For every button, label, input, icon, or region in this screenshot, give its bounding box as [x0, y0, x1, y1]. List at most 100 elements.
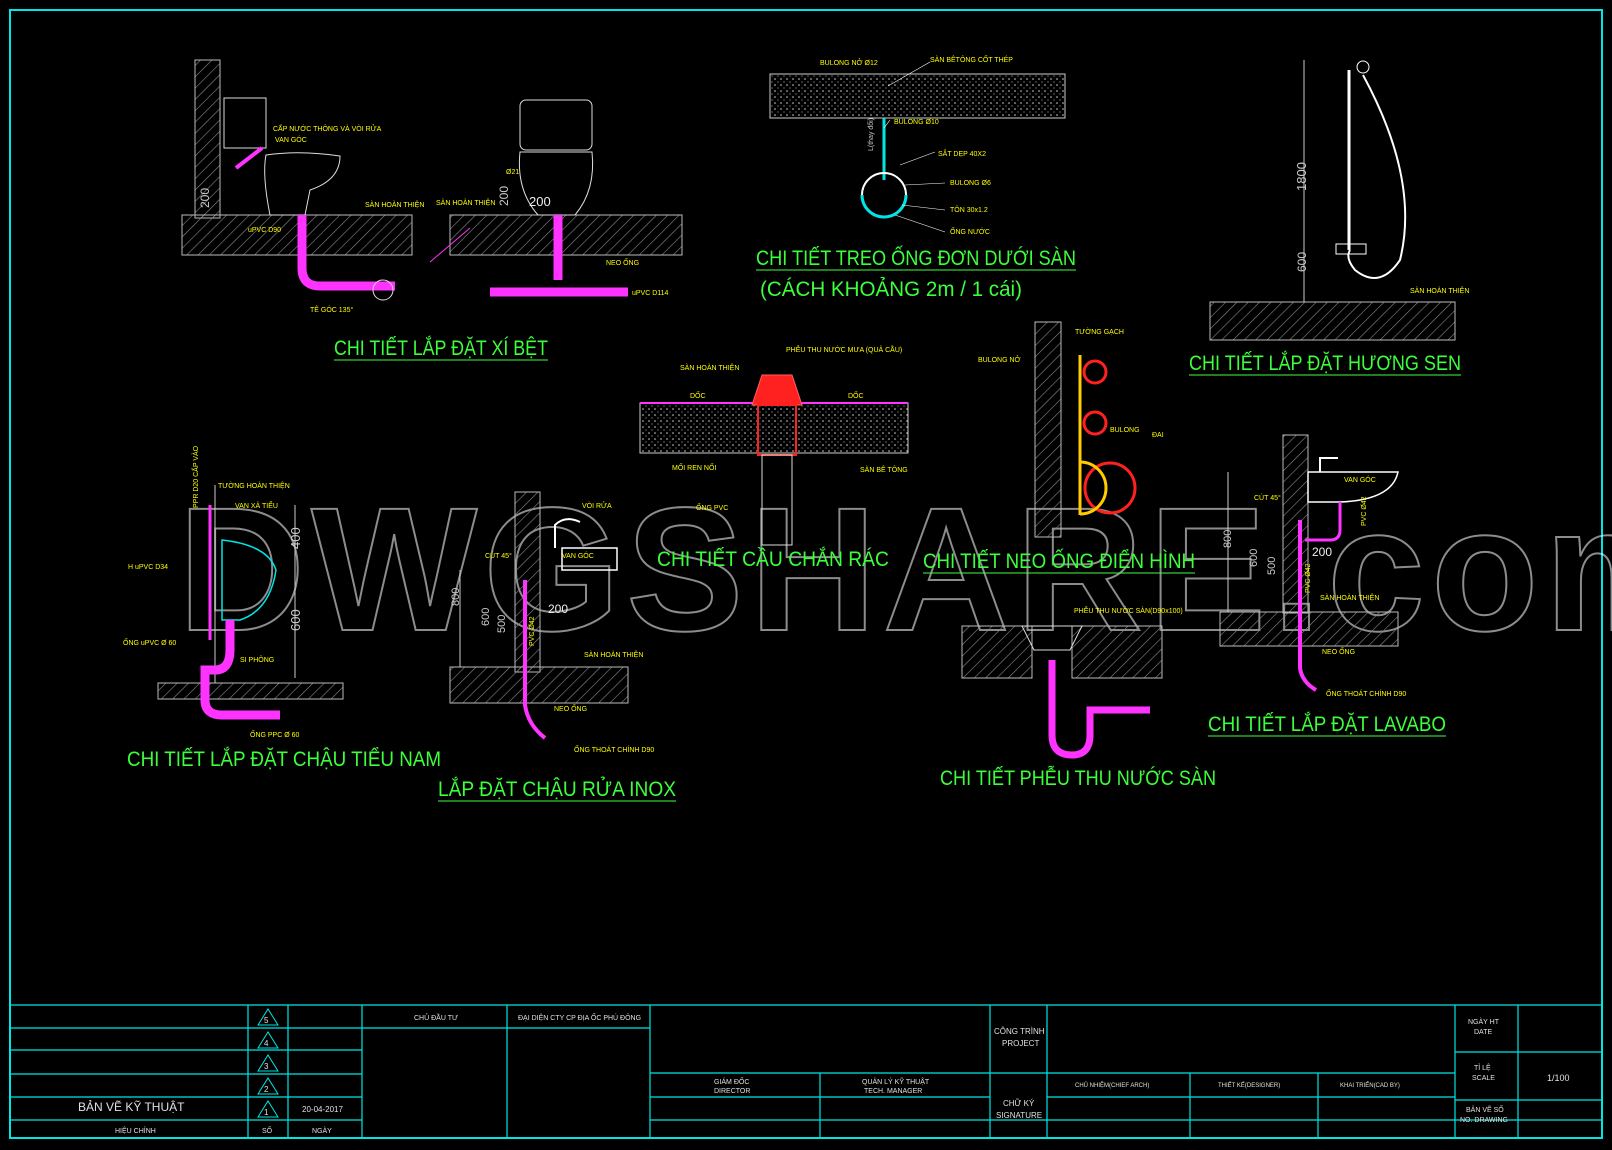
detail-xi-bet: 200 200 200 CẤP NƯỚC THÔNG VÀ VÒI RỬA VA… [181, 59, 683, 361]
revision-marks [257, 1008, 279, 1118]
label: VÒI RỬA [582, 501, 612, 510]
dim-800: 800 [1222, 530, 1234, 548]
label: PHỄU THU NƯỚC MƯA (QUẢ CẦU) [786, 344, 902, 354]
leader [883, 119, 891, 129]
detail-cau-chan-rac: PHỄU THU NƯỚC MƯA (QUẢ CẦU) SÀN HOÀN THI… [639, 344, 909, 571]
label: ỐNG uPVC Ø 60 [123, 637, 176, 647]
label: SÀN HOÀN THIỆN [1410, 286, 1469, 295]
detail-neo-ong: TƯỜNG GẠCH BULONG NỞ BULONG ĐAI CHI TIẾT… [923, 321, 1195, 574]
label: VAN XẢ TIỂU [235, 501, 278, 510]
detail-chau-tieu: 400 600 TƯỜNG HOÀN THIỆN VAN XẢ TIỂU PPR… [123, 445, 441, 771]
dim-600: 600 [1295, 252, 1309, 272]
dim-800: 800 [450, 588, 462, 606]
label: Ø21 [506, 169, 519, 176]
ban-ve-so: BẢN VẼ SỐ [1466, 1104, 1504, 1114]
label: BULONG [1110, 427, 1140, 434]
drain-pipe [297, 215, 395, 291]
floor-slab [449, 666, 629, 704]
chu-nhiem: CHỦ NHIỆM(CHIEF ARCH) [1075, 1081, 1149, 1089]
floor-slab-right [449, 214, 683, 256]
label: ỐNG NƯỚC [950, 226, 990, 236]
khai-trien: KHAI TRIỂN(CAD BY) [1340, 1082, 1400, 1089]
label: ỐNG THOÁT CHÍNH D90 [1326, 688, 1406, 698]
rev-num: 5 [264, 1016, 269, 1025]
hieu-chinh: HIỆU CHỈNH [115, 1126, 156, 1135]
label: uPVC D90 [248, 227, 281, 234]
dim-500: 500 [496, 615, 508, 633]
concrete-slab [769, 73, 1066, 119]
label: PVC Ø42 [529, 616, 536, 646]
detail-lavabo: 800 600 500 200 VAN GÓC CÚT 45° PVC Ø42 … [1208, 434, 1446, 737]
floor-slab [157, 682, 344, 700]
leader [894, 214, 946, 233]
label: DỐC [848, 390, 864, 400]
label: TÊ GÓC 135° [310, 305, 353, 314]
pipe-end [372, 279, 394, 301]
detail-title: CHI TIẾT LẮP ĐẶT HƯƠNG SEN [1189, 351, 1461, 375]
toilet-bowl-front [518, 151, 594, 216]
drain-pipe [1298, 520, 1318, 692]
pvc-pipe [761, 454, 793, 546]
toilet-tank [223, 97, 267, 149]
wall [1282, 434, 1309, 614]
floor-slab [1209, 301, 1456, 341]
dim-600: 600 [480, 608, 492, 626]
shower-head [1356, 60, 1370, 74]
label: SÀN HOÀN THIỆN [436, 198, 495, 207]
toilet-bowl [264, 152, 341, 216]
label: ỐNG PVC [696, 502, 728, 512]
wall [514, 491, 541, 673]
ti-le: TỈ LỆ [1474, 1063, 1491, 1072]
label: NEO ỐNG [554, 703, 587, 713]
floor-drain [1021, 625, 1083, 651]
label: CÚT 45° [1254, 493, 1281, 502]
label: SÀN BÊ TÔNG [860, 465, 908, 474]
no-drawing: NO. DRAWING [1460, 1117, 1508, 1124]
label: SÀN BÊTÔNG CỐT THÉP [930, 54, 1013, 64]
giam-doc: GIÁM ĐỐC [714, 1076, 749, 1086]
lavabo-faucet [1319, 457, 1338, 472]
roof-slab [639, 402, 909, 454]
detail-chau-rua: 800 600 500 200 VÒI RỬA CÚT 45° VAN GÓC … [438, 491, 676, 802]
ngay: NGÀY [312, 1126, 332, 1135]
drain-pipe-front [490, 215, 628, 297]
label: SÀN HOÀN THIỆN [680, 363, 739, 372]
label: PPR D20 CẤP VÀO [190, 445, 200, 508]
brick-wall [1034, 321, 1062, 538]
supply-pipe [234, 146, 264, 170]
leader [429, 227, 471, 263]
detail-title: CHI TIẾT LẮP ĐẶT CHẬU TIỂU NAM [127, 747, 441, 771]
date: DATE [1474, 1029, 1492, 1036]
detail-title: CHI TIẾT PHỄU THU NƯỚC SÀN [940, 767, 1216, 790]
floor-slab [1219, 611, 1399, 647]
pipe-1 [1082, 359, 1108, 385]
label: ỐNG THOÁT CHÍNH D90 [574, 744, 654, 754]
chu-dau-tu: CHỦ ĐẦU TƯ [414, 1012, 458, 1022]
detail-title: CHI TIẾT LẮP ĐẶT XÍ BỆT [334, 336, 548, 360]
dim-600: 600 [1248, 549, 1260, 567]
leader [901, 204, 946, 211]
label: ĐAI [1152, 432, 1164, 439]
detail-title: LẮP ĐẶT CHẬU RỬA INOX [438, 777, 676, 801]
dim-600: 600 [288, 609, 303, 631]
tech-manager: TECH. MANAGER [864, 1088, 922, 1095]
label: NEO ỐNG [1322, 646, 1355, 656]
urinal [221, 539, 277, 621]
label: DỐC [690, 390, 706, 400]
label: H uPVC D34 [128, 564, 168, 571]
dim-200a: 200 [198, 188, 212, 208]
label: SÀN HOÀN THIỆN [1320, 593, 1379, 602]
thiet-ke: THIẾT KẾ(DESIGNER) [1218, 1082, 1280, 1089]
pipe-clamp [860, 194, 908, 219]
title-block-text: 5 4 3 2 1 20-04-2017 BẢN VẼ KỸ THUẬT HIỆ… [78, 1012, 1570, 1135]
label: NEO ỐNG [606, 257, 639, 267]
detail-treo-ong: BULONG NỞ Ø12 SÀN BÊTÔNG CỐT THÉP BULONG… [756, 54, 1076, 301]
project: PROJECT [1002, 1039, 1039, 1048]
doc-name: BẢN VẼ KỸ THUẬT [78, 1099, 185, 1114]
cong-trinh: CÔNG TRÌNH [994, 1027, 1045, 1036]
leader [904, 182, 946, 186]
pipe-3 [1083, 461, 1137, 515]
dim-200c: 200 [529, 194, 551, 209]
director: DIRECTOR [714, 1088, 750, 1095]
label: VAN GÓC [562, 551, 594, 560]
